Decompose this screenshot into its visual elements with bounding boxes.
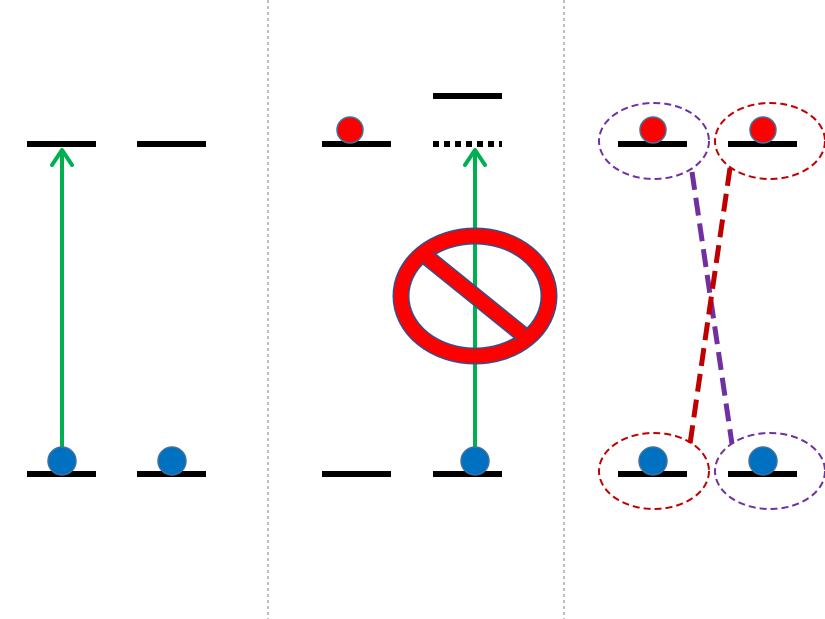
electron-ground xyxy=(47,446,77,476)
electron-ground xyxy=(157,446,187,476)
panel-paired xyxy=(598,102,825,510)
electron-excited xyxy=(336,116,364,144)
pair-ellipse-red xyxy=(714,102,825,180)
electron-excited xyxy=(639,116,667,144)
pair-ellipse-purple xyxy=(714,432,825,510)
excitation-arrow xyxy=(50,148,74,458)
electron-excited xyxy=(749,116,777,144)
electron-ground xyxy=(748,446,778,476)
panel-forbidden xyxy=(322,93,558,477)
pair-link-red xyxy=(687,167,733,445)
electron-ground xyxy=(638,446,668,476)
prohibition-icon xyxy=(392,227,558,365)
pair-ellipse-purple xyxy=(598,102,710,180)
panel-allowed xyxy=(27,141,206,477)
pair-ellipse-red xyxy=(598,432,710,510)
electron-ground xyxy=(460,446,490,476)
